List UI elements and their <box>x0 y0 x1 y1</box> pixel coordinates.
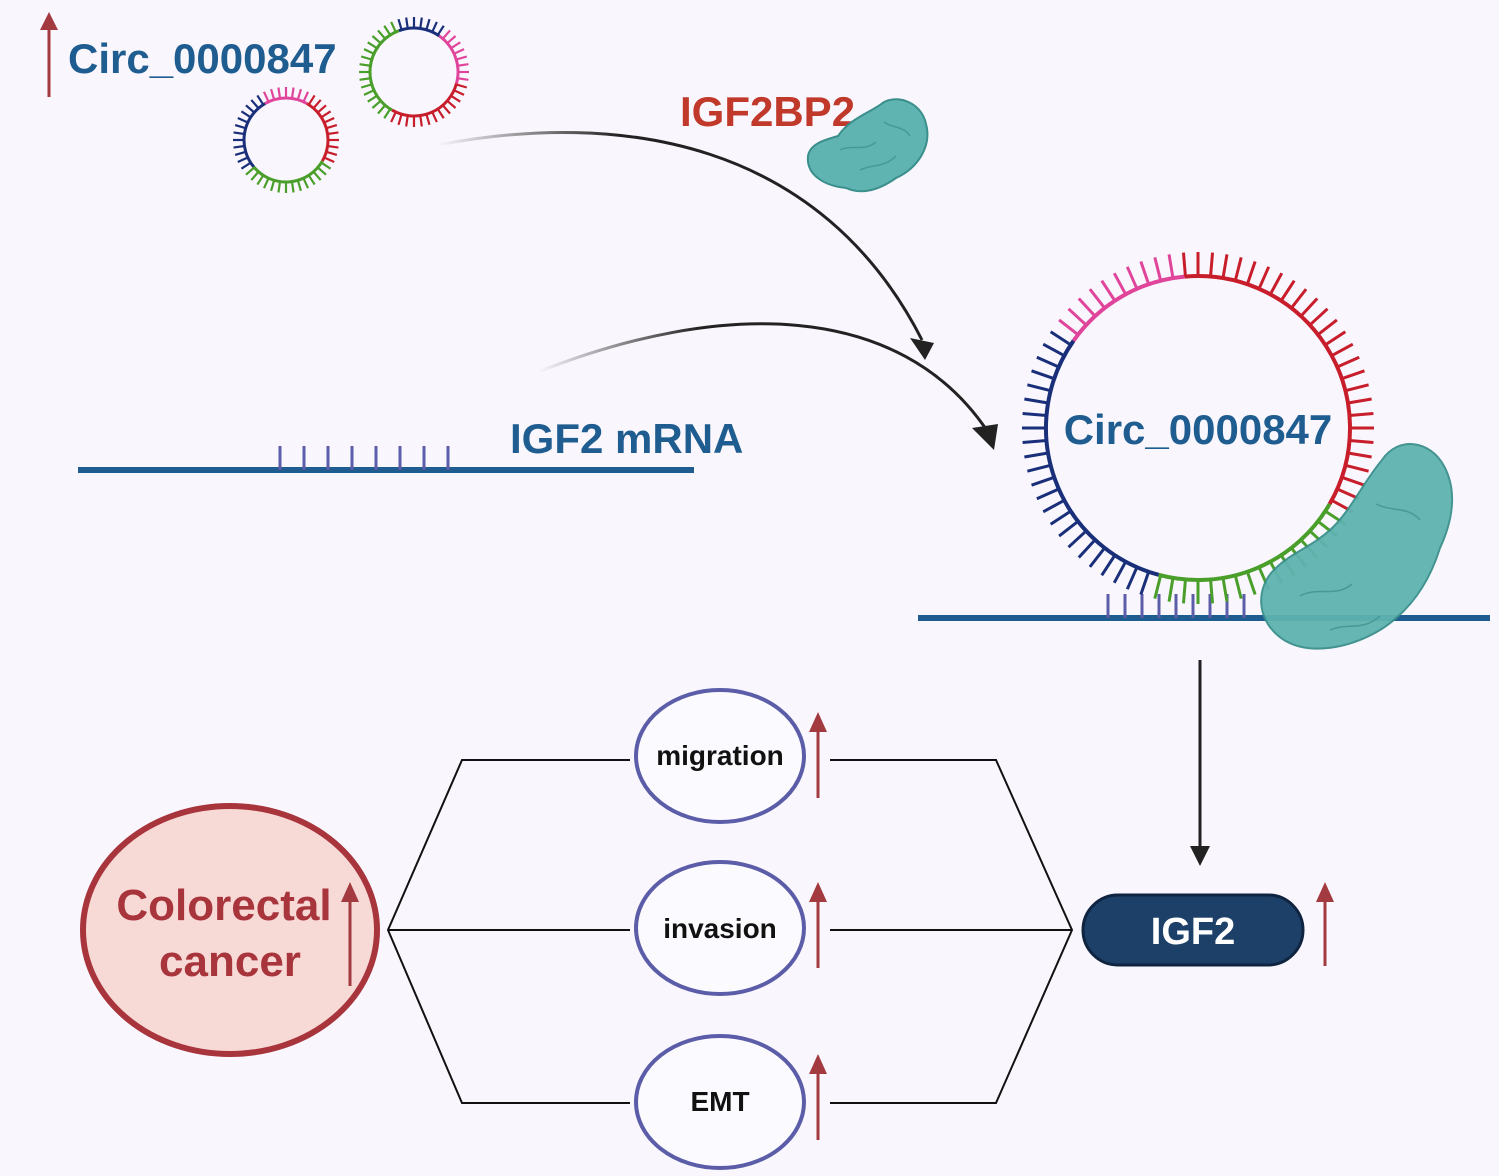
migration-up-arrow <box>809 712 827 798</box>
igf2-node: IGF2 <box>1081 893 1305 967</box>
arrow-mrna-to-complex <box>537 322 998 450</box>
crc-up-arrow <box>341 882 359 986</box>
invasion-node: invasion <box>634 860 806 996</box>
circ-label-top: Circ_0000847 <box>68 35 337 82</box>
igf2bp2-protein-bound <box>1260 443 1454 650</box>
crc-label-line1: Colorectal <box>116 881 331 930</box>
outcome-connectors <box>386 759 1074 1104</box>
emt-label: EMT <box>690 1086 749 1117</box>
emt-up-arrow <box>809 1054 827 1140</box>
emt-node: EMT <box>634 1034 806 1170</box>
circrna-small-2 <box>233 87 339 193</box>
circ-up-arrow <box>40 12 58 97</box>
circrna-small-1 <box>359 17 469 127</box>
colorectal-cancer-node: Colorectal cancer <box>80 803 380 1057</box>
igf2-mrna-strand <box>78 446 694 473</box>
igf2-label: IGF2 <box>1151 911 1235 953</box>
igf2-up-arrow <box>1316 882 1334 966</box>
igf2bp2-protein <box>806 98 929 193</box>
igf2-mrna-label: IGF2 mRNA <box>510 415 743 462</box>
migration-node: migration <box>634 688 806 824</box>
circ-label-large: Circ_0000847 <box>1064 406 1333 453</box>
crc-label-line2: cancer <box>159 937 301 986</box>
migration-label: migration <box>656 740 784 771</box>
invasion-up-arrow <box>809 882 827 968</box>
invasion-label: invasion <box>663 913 777 944</box>
arrow-to-igf2 <box>1190 660 1210 866</box>
circrna-large <box>1022 252 1374 604</box>
igf2bp2-label: IGF2BP2 <box>680 88 855 135</box>
arrow-circ-to-complex <box>437 130 934 360</box>
